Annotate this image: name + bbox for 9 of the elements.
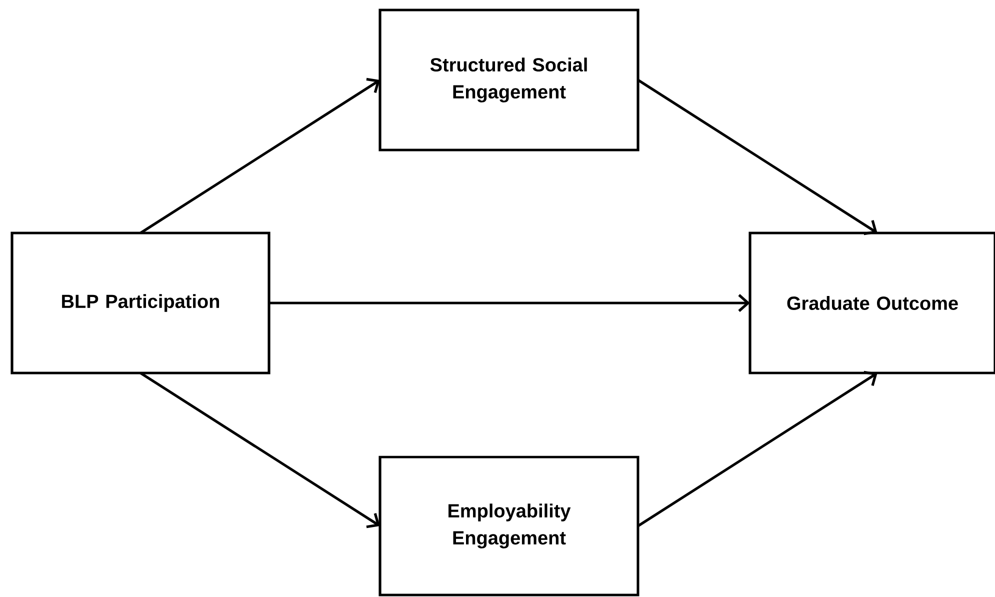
process-box: Graduate Outcome bbox=[748, 232, 995, 374]
process-box: BLP Participation bbox=[10, 232, 270, 374]
process-box: Structured Social Engagement bbox=[378, 8, 640, 152]
process-box: Employability Engagement bbox=[378, 456, 640, 596]
arrow bbox=[140, 372, 380, 528]
arrow bbox=[140, 78, 380, 234]
arrow bbox=[637, 370, 878, 528]
arrow bbox=[637, 78, 878, 236]
arrow bbox=[269, 294, 750, 312]
